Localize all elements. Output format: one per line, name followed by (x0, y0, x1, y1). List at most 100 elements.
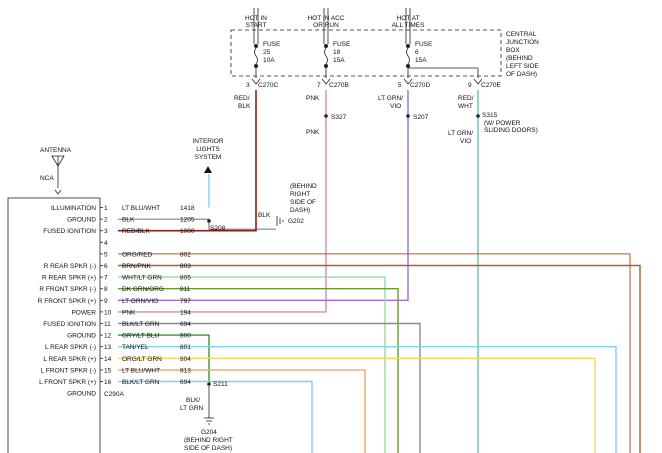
radio-row-wire: BLK/LT GRN (122, 321, 160, 328)
radio-row-wire: LT BLU/WHT (122, 367, 160, 374)
radio-row-wire: BLK/LT GRN (122, 379, 160, 386)
power-sliding-label-2: SLIDING DOORS) (484, 127, 538, 134)
g202-note-2: RIGHT (290, 191, 310, 198)
wire-brn-pnk (118, 264, 641, 453)
radio-row-circuit: 805 (180, 275, 191, 282)
radio-row-wire: BRN/PNK (122, 263, 152, 270)
radio-row-pin: 1 (104, 205, 108, 212)
radio-row-pin: 12 (104, 333, 112, 340)
wire-tan-yel (118, 346, 617, 453)
splice-s207-label: S207 (413, 114, 429, 121)
pin-c270d-conn: C270D (410, 82, 431, 89)
radio-row-circuit: 811 (180, 286, 191, 293)
interior-lights-label-3: SYSTEM (195, 154, 222, 161)
g202-note-3: SIDE OF (290, 199, 316, 206)
wire-ltgrn-vio-label-1: LT GRN/ (378, 95, 403, 102)
wire-wht-ltgrn (118, 276, 386, 453)
radio-row-pin: 11 (104, 321, 111, 328)
wire-org-ltgrn (118, 357, 596, 453)
radio-row-pin: 13 (104, 344, 112, 351)
wire-org-red (118, 253, 631, 453)
splice-s207-dot (406, 114, 410, 118)
radio-row-circuit: 800 (180, 333, 191, 340)
header-hot-in-acc-2: OR RUN (313, 22, 339, 29)
wire-blk-ltgrn-16 (118, 380, 313, 453)
interior-lights-label-2: LIGHTS (196, 146, 220, 153)
wire-group (118, 90, 641, 453)
radio-row-function: ILLUMINATION (51, 205, 96, 212)
radio-row-circuit: 803 (180, 263, 191, 270)
fuse-6-symbol (406, 44, 479, 78)
interior-lights-arrow-icon (204, 166, 212, 173)
splice-s315-label: S315 (482, 112, 498, 119)
radio-row-function: GROUND (67, 333, 96, 340)
radio-row-pin: 4 (104, 240, 108, 247)
antenna-icon (51, 155, 65, 167)
splice-s315-dot (476, 114, 480, 118)
radio-row-wire: PNK (122, 309, 136, 316)
g202-note-1: (BEHIND (290, 183, 317, 190)
radio-row-function: R REAR SPKR (+) (42, 275, 96, 282)
wire-red-blk-label-1: RED/ (234, 95, 250, 102)
radio-row-circuit: 804 (180, 356, 191, 363)
radio-row-pin: 6 (104, 263, 108, 270)
fuse-2-label: FUSE (333, 41, 351, 48)
pin-c270d-num: 5 (398, 82, 402, 89)
cjb-label-2: JUNCTION (506, 39, 539, 46)
radio-row-pin: 7 (104, 275, 108, 282)
wire-red-wht-label-1: RED/ (458, 95, 474, 102)
radio-row-wire: DK GRN/ORG (122, 286, 164, 293)
antenna-label: ANTENNA (40, 147, 72, 154)
power-sliding-label-1: (W/ POWER (484, 120, 521, 127)
g204-note-2: SIDE OF DASH) (184, 445, 232, 452)
radio-row-pin: 10 (104, 309, 112, 316)
radio-row-pin: 9 (104, 298, 108, 305)
g204-id-label: G204 (201, 429, 217, 436)
fuse-1-amp: 10A (263, 57, 275, 64)
radio-row-wire: ORG/LT GRN (122, 356, 162, 363)
pin-c270e-num: 9 (468, 82, 472, 89)
radio-row-circuit: 797 (180, 298, 191, 305)
fuse-1-num: 25 (263, 49, 271, 56)
g202-note-4: DASH) (290, 207, 310, 214)
wire-ltgrn-vio-b-label-2: VIO (460, 138, 471, 145)
pin-c270e-conn: C270E (481, 82, 502, 89)
header-hot-at-all-times-2: ALL TIMES (392, 22, 426, 29)
wire-red-blk-label-2: BLK (238, 103, 251, 110)
interior-lights-label-1: INTERIOR (192, 138, 223, 145)
radio-row-function: L REAR SPKR (+) (43, 356, 96, 363)
g202-id-label: G202 (288, 218, 304, 225)
wire-dkgrn-org (118, 288, 399, 453)
radio-row-pin: 14 (104, 356, 112, 363)
radio-row-function: L FRONT SPKR (+) (39, 379, 96, 386)
wire-pnk (118, 90, 327, 313)
radio-row-pin: 2 (104, 217, 108, 224)
antenna-nca-label: NCA (40, 175, 54, 182)
cjb-label-1: CENTRAL (506, 31, 537, 38)
fuse-3-amp: 15A (415, 57, 427, 64)
header-hot-in-start-1: HOT IN (245, 15, 267, 22)
pin-c270c-num: 3 (246, 82, 250, 89)
radio-row-pin: 16 (104, 379, 112, 386)
wire-gry-ltblu (118, 334, 210, 382)
splice-s208-dot (207, 219, 211, 223)
radio-row-function: R REAR SPKR (-) (44, 263, 96, 270)
fuse-1-label: FUSE (263, 41, 281, 48)
radio-connector-label: C290A (104, 391, 125, 398)
radio-row-function: R FRONT SPKR (+) (38, 298, 96, 305)
radio-row-function: POWER (71, 309, 96, 316)
splice-s327-label: S327 (331, 114, 347, 121)
radio-row-function: GROUND (67, 217, 96, 224)
radio-row-wire: TAN/YEL (122, 344, 149, 351)
radio-row-function: L FRONT SPKR (-) (41, 367, 96, 374)
radio-row-circuit: 694 (180, 321, 191, 328)
radio-row-wire: RED/BLK (122, 228, 150, 235)
splice-s327-dot (324, 114, 328, 118)
splice-s211-dot (207, 382, 211, 386)
wire-red-blk (118, 90, 257, 232)
fuse-18-symbol (324, 44, 328, 78)
wire-blk-ltgrn (118, 322, 421, 453)
